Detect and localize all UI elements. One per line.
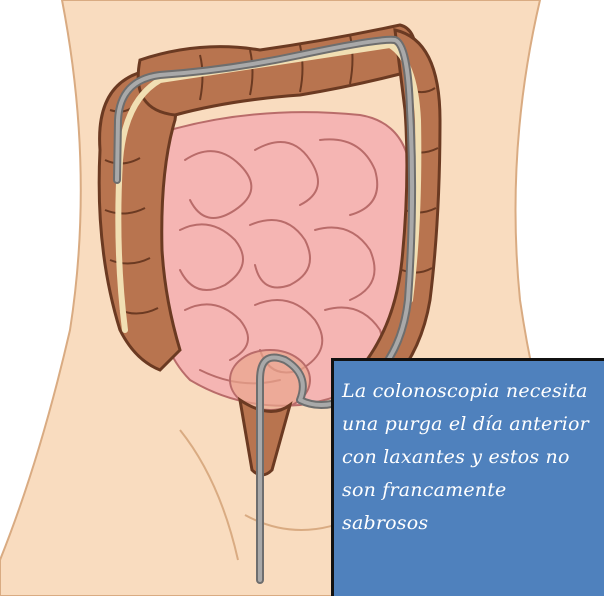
caption-box: La colonoscopia necesita una purga el dí… [331, 358, 604, 596]
caption-text: La colonoscopia necesita una purga el dí… [342, 375, 594, 540]
